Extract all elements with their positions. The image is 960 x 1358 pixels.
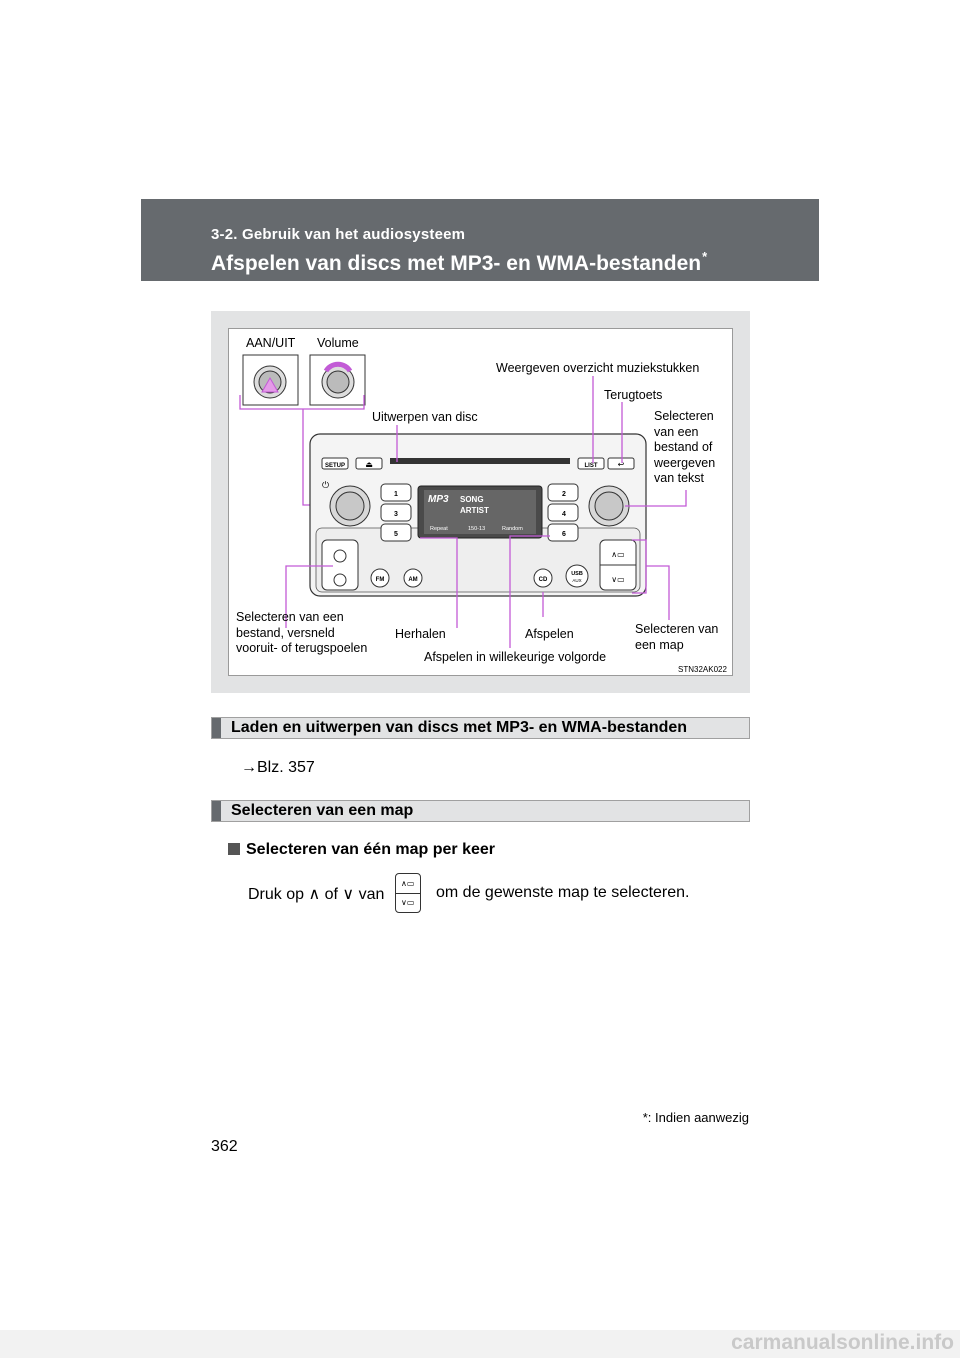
display-artist: ARTIST: [460, 506, 489, 515]
label-back: Terugtoets: [604, 388, 663, 402]
display-mp3: MP3: [428, 494, 449, 505]
label-folder: Selecteren van een map: [635, 622, 718, 653]
back-button-label: ↩: [618, 460, 625, 469]
label-select-file: Selecteren van een bestand of weergeven …: [654, 409, 715, 487]
label-folder-2: een map: [635, 637, 684, 652]
page-title-text: Afspelen van discs met MP3- en WMA-besta…: [211, 252, 702, 275]
label-select-file-3: bestand of: [654, 440, 713, 454]
watermark-text: carmanualsonline.info: [731, 1331, 954, 1354]
display-repeat: Repeat: [430, 526, 448, 532]
label-eject: Uitwerpen van disc: [372, 410, 478, 424]
subheading: Selecteren van één map per keer: [228, 841, 495, 859]
label-select-file-5: van tekst: [654, 471, 705, 485]
eject-button-label: ⏏: [365, 460, 373, 469]
svg-text:∧▭: ∧▭: [611, 550, 624, 559]
page-number: 362: [211, 1138, 238, 1155]
subheading-text: Selecteren van één map per keer: [246, 841, 496, 858]
label-seek-3: vooruit- of terugspoelen: [236, 641, 368, 655]
folder-switch-icon: ∧▭∨▭: [395, 873, 421, 913]
label-select-file-4: weergeven: [654, 455, 716, 470]
label-play: Afspelen: [525, 627, 574, 641]
display-song: SONG: [460, 495, 484, 504]
preset-4: 4: [562, 511, 566, 518]
label-select-file-2: van een: [654, 424, 699, 439]
cd-button-label: CD: [539, 577, 548, 583]
watermark-bar: carmanualsonline.info: [0, 1330, 960, 1358]
setup-button-label: SETUP: [325, 463, 345, 469]
section-bar-title: Laden en uitwerpen van discs met MP3- en…: [231, 719, 688, 736]
svg-text:⏻: ⏻: [322, 480, 329, 491]
audio-head-unit: SETUP ⏏ LIST ↩ ⏻ 1 2 3 4 5 6 MP3 SONG AR…: [309, 433, 647, 597]
svg-text:∨▭: ∨▭: [611, 575, 624, 584]
callout-lines: [285, 376, 687, 648]
footnote: *: Indien aanwezig: [642, 1110, 749, 1125]
section-title: 3-2. Gebruik van het audiosysteem: [211, 226, 466, 243]
power-knob-inset: [242, 354, 299, 406]
label-repeat: Herhalen: [395, 627, 446, 641]
preset-6: 6: [562, 531, 566, 538]
chapter-header: 3-2. Gebruik van het audiosysteem Afspel…: [141, 199, 819, 281]
label-seek: Selecteren van een bestand, versneld voo…: [236, 610, 367, 657]
page-reference: →Blz. 357: [241, 759, 315, 777]
label-select-file-1: Selecteren: [654, 409, 714, 423]
reference-text: Blz. 357: [257, 759, 315, 776]
label-list-view: Weergeven overzicht muziekstukken: [496, 361, 700, 375]
fm-button-label: FM: [376, 577, 385, 583]
reference-arrow: →: [241, 759, 257, 776]
figure-code: STN32AK022: [678, 665, 727, 674]
preset-3: 3: [394, 511, 398, 518]
preset-5: 5: [394, 531, 398, 538]
label-seek-2: bestand, versneld: [236, 625, 335, 640]
aux-button-label: AUX: [572, 578, 581, 583]
label-on-off: AAN/UIT: [246, 336, 296, 350]
volume-knob-inset: [309, 354, 366, 406]
usb-button-label: USB: [571, 571, 583, 577]
preset-1: 1: [394, 491, 398, 498]
section-bar-select-folder: Selecteren van een map: [211, 800, 750, 822]
label-volume: Volume: [317, 336, 359, 350]
instruction-after: om de gewenste map te selecteren.: [436, 884, 690, 901]
display-track: 150-13: [468, 526, 485, 532]
instruction-before: Druk op ∧ of ∨ van: [248, 886, 385, 903]
bullet-square-icon: [228, 843, 240, 855]
label-folder-1: Selecteren van: [635, 622, 719, 636]
label-seek-1: Selecteren van een: [236, 610, 344, 624]
list-button-label: LIST: [585, 463, 598, 469]
page-title: Afspelen van discs met MP3- en WMA-besta…: [211, 249, 707, 276]
label-random: Afspelen in willekeurige volgorde: [424, 650, 607, 664]
am-button-label: AM: [408, 577, 417, 583]
preset-2: 2: [562, 491, 566, 498]
footnote-mark: *: [702, 249, 708, 264]
display-random: Random: [502, 526, 523, 532]
section-bar-title: Selecteren van een map: [231, 802, 414, 819]
section-bar-load-eject: Laden en uitwerpen van discs met MP3- en…: [211, 717, 750, 739]
